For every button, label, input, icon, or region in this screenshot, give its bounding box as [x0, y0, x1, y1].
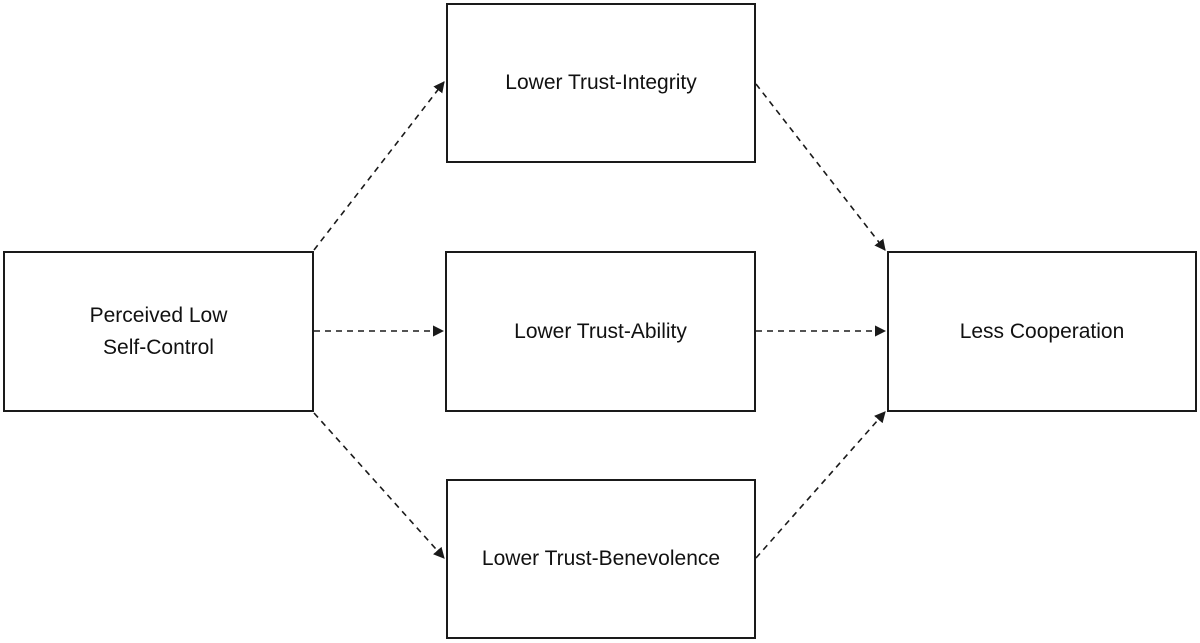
edge-self-control-to-integrity [313, 81, 445, 251]
edge-self-control-to-benevolence [313, 412, 445, 559]
node-lower-trust-integrity: Lower Trust-Integrity [446, 3, 756, 163]
node-label: Perceived Low Self-Control [89, 303, 228, 359]
node-label: Lower Trust-Integrity [505, 71, 697, 94]
node-lower-trust-benevolence: Lower Trust-Benevolence [446, 479, 756, 639]
edge-integrity-to-cooperation [755, 83, 886, 251]
node-lower-trust-ability: Lower Trust-Ability [445, 251, 756, 412]
node-label: Lower Trust-Ability [514, 319, 687, 343]
node-perceived-low-self-control: Perceived Low Self-Control [3, 251, 314, 412]
node-label: Lower Trust-Benevolence [481, 547, 721, 570]
edge-benevolence-to-cooperation [755, 411, 886, 559]
node-less-cooperation: Less Cooperation [887, 251, 1197, 412]
node-label: Less Cooperation [959, 319, 1125, 343]
